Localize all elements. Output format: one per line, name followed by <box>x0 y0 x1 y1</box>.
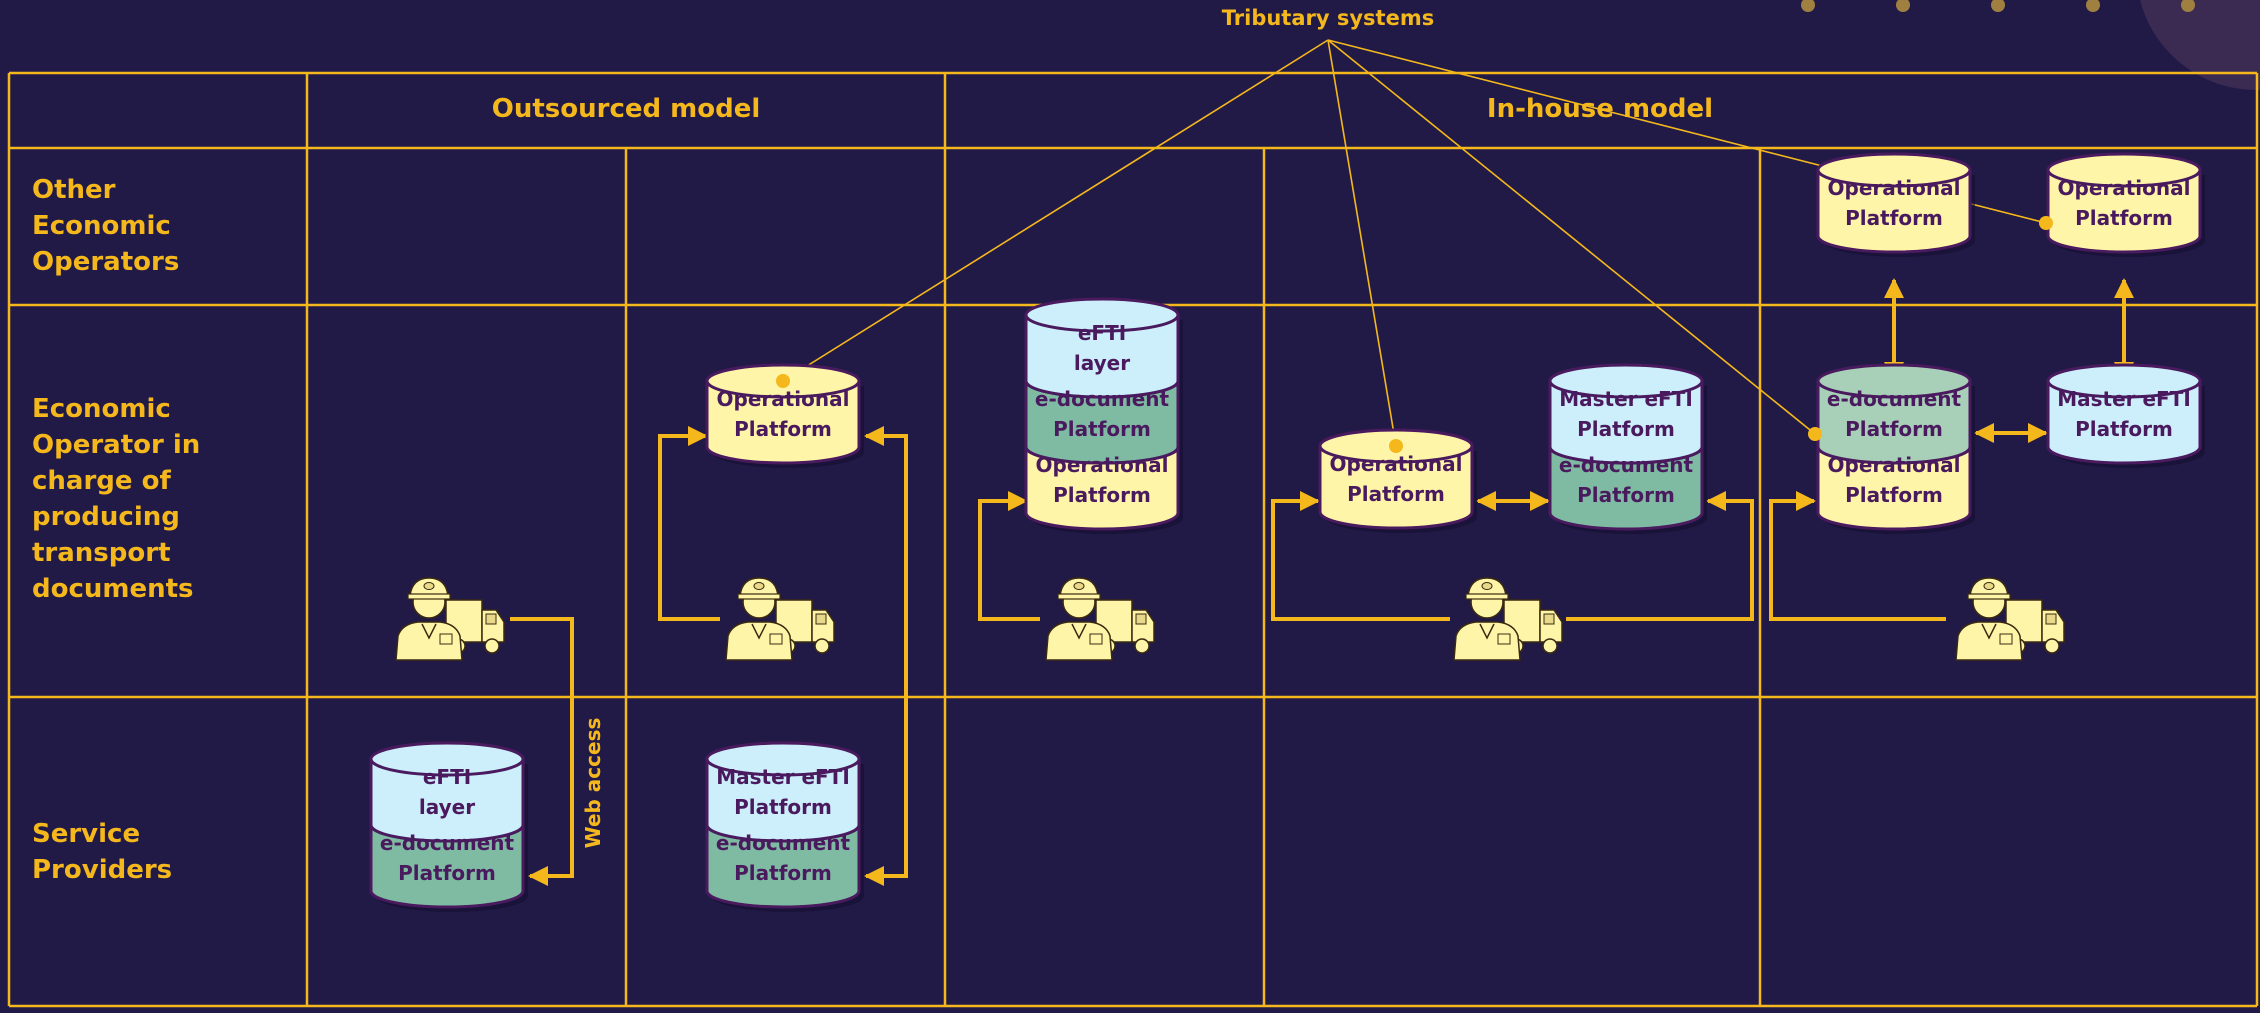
tributary-systems-title: Tributary systems <box>1222 6 1434 30</box>
cylinder-segment <box>705 757 861 843</box>
cylinder-segment <box>1318 444 1474 530</box>
platform-label: Master eFTI <box>2057 387 2191 411</box>
cylinder-segment <box>1548 445 1704 531</box>
tributary-endpoint-dots <box>776 216 2053 453</box>
platform-label: layer <box>1074 351 1130 375</box>
platform-label: Platform <box>1053 483 1151 507</box>
cylinder-segment <box>705 823 861 909</box>
cylinder-segment <box>1024 313 1180 399</box>
row-label-line: documents <box>32 574 194 604</box>
row-label-line: Other <box>32 175 116 205</box>
platform-label: Platform <box>734 417 832 441</box>
row-label-line: Operators <box>32 247 179 277</box>
row-label-other-economic-operators: Other Economic Operators <box>32 175 179 277</box>
platform-label: Operational <box>1036 453 1169 477</box>
platform-label: Operational <box>1330 452 1463 476</box>
truck-driver-icon <box>725 577 835 661</box>
truck-driver-icon <box>1045 577 1155 661</box>
database-cylinder-icon: eFTIlayere-documentPlatformOperationalPl… <box>1024 297 1183 534</box>
row-label-line: Providers <box>32 855 172 885</box>
cylinder-segment <box>369 823 525 909</box>
platform-label: Platform <box>1053 417 1151 441</box>
platform-label: Master eFTI <box>1559 387 1693 411</box>
platform-label: Platform <box>1577 417 1675 441</box>
dot-decoration-icon <box>1801 0 2260 91</box>
row-label-line: Operator in <box>32 430 200 460</box>
grid-table <box>7 71 2259 1008</box>
truck-driver-icon <box>1955 577 2065 661</box>
platform-label: Platform <box>1347 482 1445 506</box>
row-label-line: Economic <box>32 211 171 241</box>
cylinder-segment <box>1816 379 1972 465</box>
row-label-line: producing <box>32 502 180 532</box>
platform-label: e-document <box>1559 453 1694 477</box>
truck-driver-icon <box>395 577 505 661</box>
header-outsourced-model: Outsourced model <box>492 94 761 124</box>
row-label-line: Economic <box>32 394 171 424</box>
platform-label: Platform <box>2075 417 2173 441</box>
cylinder-segment <box>2046 168 2202 254</box>
platform-label: Master eFTI <box>716 765 850 789</box>
cylinder-segment <box>1816 445 1972 531</box>
platform-label: e-document <box>380 831 515 855</box>
truck-driver-icon <box>1453 577 1563 661</box>
platform-label: Platform <box>398 861 496 885</box>
platform-label: Operational <box>1828 176 1961 200</box>
platform-label: e-document <box>1827 387 1962 411</box>
platform-label: eFTI <box>423 765 471 789</box>
cylinder-segment <box>1548 379 1704 465</box>
platform-label: Platform <box>1845 417 1943 441</box>
row-label-service-providers: Service Providers <box>32 819 172 885</box>
cylinder-segment <box>705 379 861 465</box>
row-label-line: charge of <box>32 466 171 496</box>
row-label-line: Service <box>32 819 140 849</box>
platform-label: Operational <box>2058 176 2191 200</box>
platform-label: e-document <box>716 831 851 855</box>
cylinder-segment <box>1024 379 1180 465</box>
platform-label: eFTI <box>1078 321 1126 345</box>
platform-label: Platform <box>734 795 832 819</box>
cylinder-segment <box>1816 168 1972 254</box>
platform-label: layer <box>419 795 475 819</box>
cylinder-segment <box>369 757 525 843</box>
platform-label: Operational <box>717 387 850 411</box>
cylinder-segment <box>1024 445 1180 531</box>
database-cylinder-icon: Master eFTI Platform <box>2046 363 2205 468</box>
platform-label: e-document <box>1035 387 1170 411</box>
connector-arrows <box>510 278 2134 886</box>
platform-label: Platform <box>1845 206 1943 230</box>
platform-label: Operational <box>1828 453 1961 477</box>
platform-label: Platform <box>2075 206 2173 230</box>
platform-label: Platform <box>1845 483 1943 507</box>
platform-label: Platform <box>1577 483 1675 507</box>
row-label-economic-operator-producer: Economic Operator in charge of producing… <box>32 394 200 604</box>
row-label-line: transport <box>32 538 171 568</box>
cylinder-segment <box>2046 379 2202 465</box>
platform-label: Platform <box>734 861 832 885</box>
web-access-label: Web access <box>581 718 605 849</box>
